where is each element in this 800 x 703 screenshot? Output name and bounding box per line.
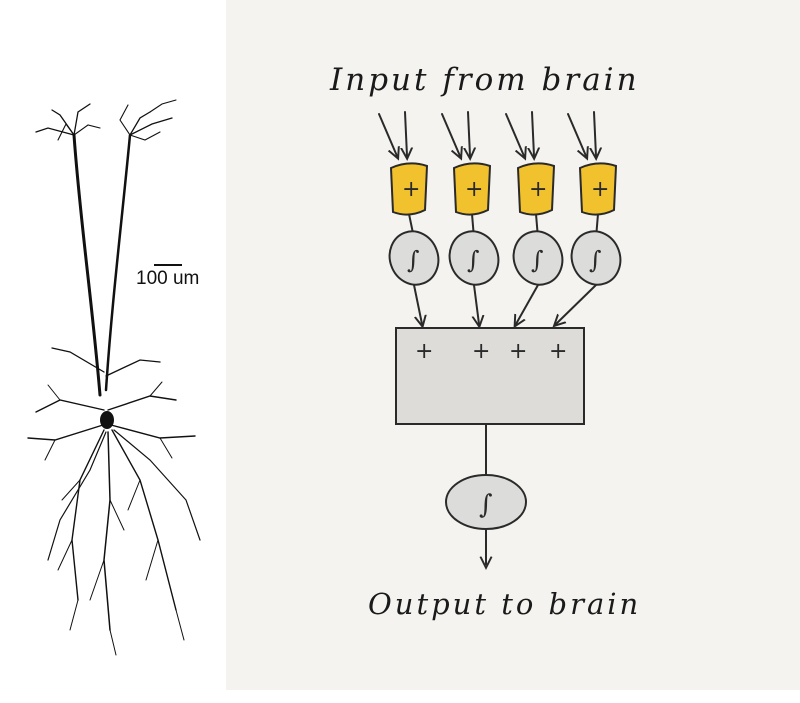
input-unit-plus: + [465, 177, 483, 202]
neuron-panel: 100 um [0, 0, 226, 703]
input-arrow [567, 113, 586, 156]
input-unit-box [389, 162, 429, 216]
output-activation-node [445, 474, 527, 530]
activation-node [448, 230, 500, 286]
neuron-model-diagram: + + + + ∫ + ∫ + ∫ + ∫ + ∫ [378, 111, 622, 690]
input-arrow [594, 111, 596, 156]
input-unit-plus: + [402, 177, 420, 202]
output-label: Output to brain [368, 587, 642, 621]
input-unit-plus: + [529, 177, 547, 202]
input-label: Input from brain [330, 62, 640, 98]
input-arrow [405, 111, 407, 156]
input-unit-box [578, 162, 618, 216]
sum-input-arrow [516, 284, 539, 324]
input-unit-box [452, 162, 492, 216]
sum-plus: + [509, 339, 527, 364]
activation-symbol: ∫ [467, 246, 480, 274]
activation-node [512, 230, 564, 286]
activation-symbol: ∫ [407, 246, 420, 274]
sum-plus: + [415, 339, 433, 364]
activation-symbol: ∫ [531, 246, 544, 274]
sum-input-arrow [474, 284, 479, 324]
sum-plus: + [549, 339, 567, 364]
summation-box [395, 327, 585, 425]
pyramidal-neuron-drawing [27, 99, 201, 656]
activation-node [388, 230, 440, 286]
input-arrow [378, 113, 397, 156]
input-arrow [505, 113, 524, 156]
input-arrow [441, 113, 460, 156]
diagram-panel: + + + + ∫ + ∫ + ∫ + ∫ + ∫ Input from brain Output … [226, 0, 800, 690]
input-unit-plus: + [591, 177, 609, 202]
sum-plus: + [472, 339, 490, 364]
input-unit-box [516, 162, 556, 216]
scale-label: 100 um [136, 268, 200, 289]
sum-input-arrow [413, 284, 422, 324]
output-activation-symbol: ∫ [479, 490, 493, 520]
input-arrow [532, 111, 534, 156]
scale-bar [154, 264, 182, 266]
sum-input-arrow [556, 284, 597, 324]
input-arrow [468, 111, 470, 156]
activation-symbol: ∫ [589, 246, 602, 274]
activation-node [570, 230, 622, 286]
